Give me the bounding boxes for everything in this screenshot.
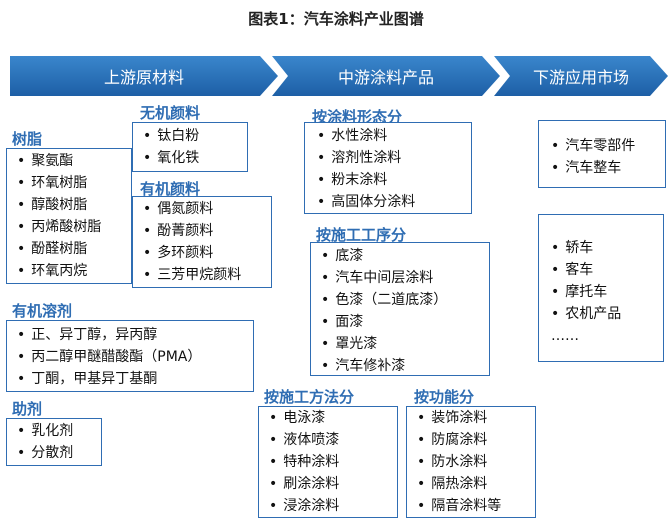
box-inorganic-pigment: 钛白粉 氧化铁 [132,122,248,172]
list-item: 底漆 [321,245,489,267]
list-item: 汽车整车 [551,157,665,179]
heading-by-form: 按涂料形态分 [312,108,403,126]
list-item: 汽车修补漆 [321,355,489,377]
list-item: 防腐涂料 [417,429,535,451]
list-item: 浸涂涂料 [269,495,397,517]
box-by-process: 底漆 汽车中间层涂料 色漆（二道底漆） 面漆 罩光漆 汽车修补漆 [310,242,490,376]
page-title: 图表1：汽车涂料产业图谱 [248,10,424,28]
heading-organic-pigment: 有机颜料 [140,180,201,198]
list-item: 三芳甲烷颜料 [143,264,271,286]
list-item: 环氧丙烷 [17,260,131,282]
list-item: 醇酸树脂 [17,194,131,216]
stage-arrow-downstream: 下游应用市场 [494,56,668,96]
heading-by-method: 按施工方法分 [264,388,355,406]
box-by-form: 水性涂料 溶剂性涂料 粉末涂料 高固体分涂料 [304,122,472,214]
list-item: 高固体分涂料 [317,191,471,213]
heading-by-function: 按功能分 [414,388,475,406]
list-item: 农机产品 [551,303,663,325]
list-item: 色漆（二道底漆） [321,289,489,311]
list-item: 液体喷漆 [269,429,397,451]
list-item: 隔热涂料 [417,473,535,495]
list-item: 水性涂料 [317,125,471,147]
stage-arrow-upstream: 上游原材料 [10,56,278,96]
list-item: 偶氮颜料 [143,198,271,220]
list-item: 电泳漆 [269,407,397,429]
heading-inorganic-pigment: 无机颜料 [140,104,201,122]
stage-label-downstream: 下游应用市场 [532,68,629,87]
list-item: 酚醛树脂 [17,238,131,260]
heading-by-process: 按施工工序分 [316,226,407,244]
stage-arrow-midstream: 中游涂料产品 [272,56,500,96]
list-item: 酚菁颜料 [143,220,271,242]
list-item: 丙二醇甲醚醋酸酯（PMA） [17,346,253,368]
list-item: 轿车 [551,237,663,259]
box-organic-pigment: 偶氮颜料 酚菁颜料 多环颜料 三芳甲烷颜料 [132,196,272,288]
stage-label-upstream: 上游原材料 [103,68,184,87]
box-by-function: 装饰涂料 防腐涂料 防水涂料 隔热涂料 隔音涂料等 [406,406,536,518]
box-additive: 乳化剂 分散剂 [6,418,102,466]
stage-label-midstream: 中游涂料产品 [337,68,434,87]
box-resin: 聚氨酯 环氧树脂 醇酸树脂 丙烯酸树脂 酚醛树脂 环氧丙烷 [6,148,132,284]
list-item: 氧化铁 [143,147,247,169]
list-item: 摩托车 [551,281,663,303]
list-item: 面漆 [321,311,489,333]
list-item: 丁酮，甲基异丁基酮 [17,368,253,390]
list-item: 汽车中间层涂料 [321,267,489,289]
list-item: 粉末涂料 [317,169,471,191]
box-downstream-group1: 汽车零部件 汽车整车 [538,120,666,188]
box-organic-solvent: 正、异丁醇，异丙醇 丙二醇甲醚醋酸酯（PMA） 丁酮，甲基异丁基酮 [6,320,254,392]
box-downstream-group2: 轿车 客车 摩托车 农机产品 …… [538,214,664,362]
list-item: 正、异丁醇，异丙醇 [17,324,253,346]
list-item: 聚氨酯 [17,150,131,172]
list-item: 丙烯酸树脂 [17,216,131,238]
list-item: 汽车零部件 [551,135,665,157]
list-item: 防水涂料 [417,451,535,473]
list-item: 客车 [551,259,663,281]
box-by-method: 电泳漆 液体喷漆 特种涂料 刷涂涂料 浸涂涂料 [258,406,398,518]
list-item: 乳化剂 [17,420,101,442]
list-item: 隔音涂料等 [417,495,535,517]
list-item: 溶剂性涂料 [317,147,471,169]
list-item: 罩光漆 [321,333,489,355]
list-item: 刷涂涂料 [269,473,397,495]
list-item: 装饰涂料 [417,407,535,429]
list-item: 钛白粉 [143,125,247,147]
heading-organic-solvent: 有机溶剂 [12,302,73,320]
heading-additive: 助剂 [12,400,43,418]
list-item: 分散剂 [17,442,101,464]
list-item: 多环颜料 [143,242,271,264]
ellipsis: …… [551,328,579,344]
heading-resin: 树脂 [12,130,43,148]
list-item: 环氧树脂 [17,172,131,194]
list-item: 特种涂料 [269,451,397,473]
